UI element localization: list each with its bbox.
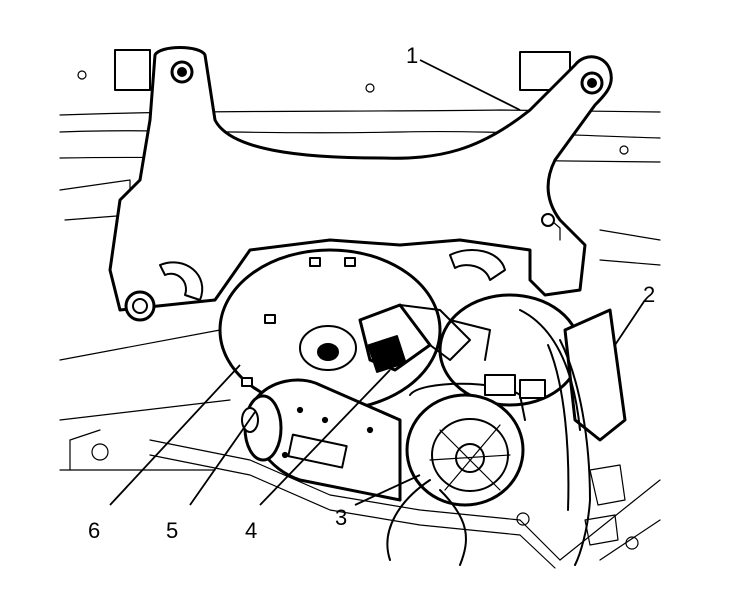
callout-5: 5 <box>166 518 178 543</box>
callout-1: 1 <box>406 43 418 68</box>
electrical-connector <box>358 303 491 373</box>
callout-6: 6 <box>88 518 100 543</box>
callout-3: 3 <box>335 505 347 530</box>
callout-2: 2 <box>643 282 655 307</box>
wiring-harness <box>149 308 627 569</box>
leader-6 <box>109 364 241 506</box>
washer-pump-assembly <box>405 374 546 507</box>
leader-4 <box>259 369 391 506</box>
callout-leaders <box>109 59 646 506</box>
leader-2 <box>614 299 646 346</box>
callout-labels: 1 2 3 4 5 6 <box>88 43 655 543</box>
leader-5 <box>189 411 256 506</box>
leader-3 <box>354 474 421 506</box>
leader-1 <box>419 59 521 111</box>
callout-4: 4 <box>245 518 257 543</box>
mounting-bracket <box>108 46 613 322</box>
